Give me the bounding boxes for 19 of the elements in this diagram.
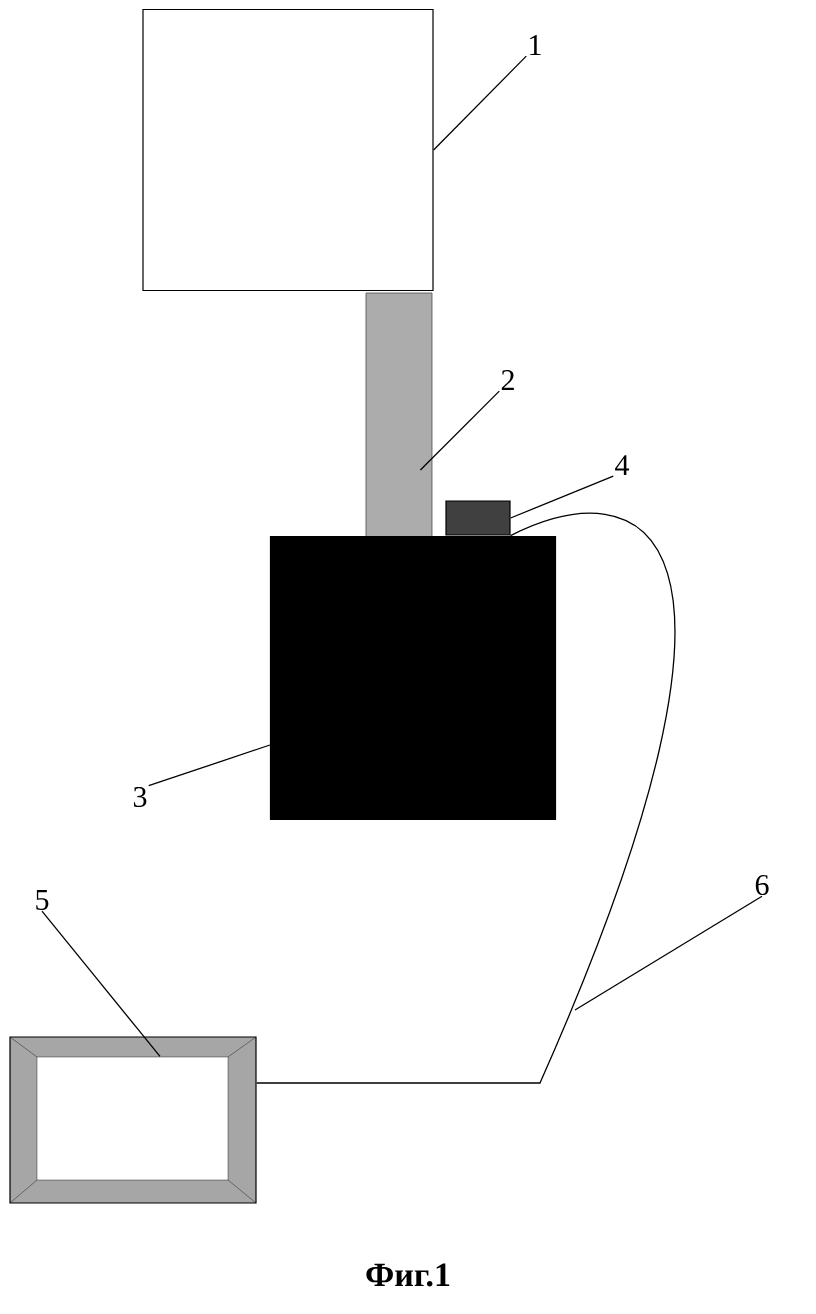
callout-number: 6	[755, 874, 769, 896]
leader-line	[432, 55, 527, 151]
leader-line	[419, 390, 500, 471]
monitor-drawing	[9, 1036, 257, 1204]
housing-block	[269, 535, 557, 821]
leader-line	[574, 895, 763, 1011]
callout-number: 3	[133, 786, 147, 808]
device-box	[142, 8, 434, 292]
leader-line	[41, 910, 161, 1058]
cable	[255, 513, 676, 1084]
sensor-block	[445, 500, 511, 536]
leader-line	[148, 744, 271, 787]
callout-number: 4	[615, 455, 630, 475]
leader-line	[509, 475, 614, 519]
callout-number: 5	[36, 890, 49, 910]
callout-number: 1	[530, 35, 541, 55]
rod-bar	[365, 292, 433, 538]
callout-number: 2	[501, 370, 514, 390]
figure-caption: Фиг.1	[366, 1263, 450, 1287]
